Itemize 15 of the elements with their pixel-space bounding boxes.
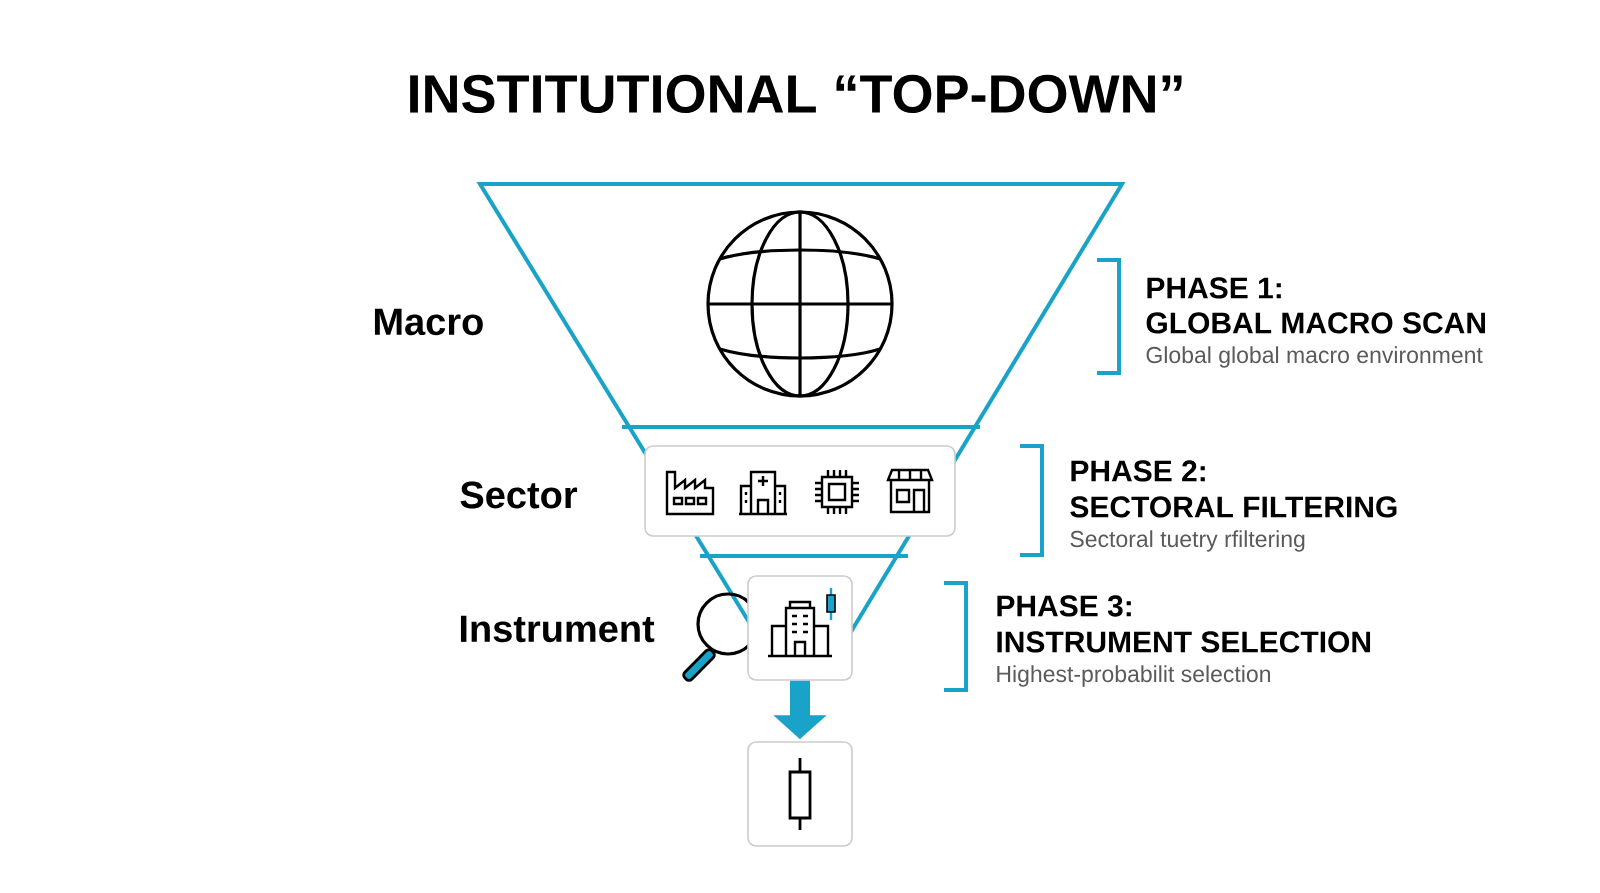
phase-description: Sectoral tuetry rfiltering [1070, 530, 1305, 552]
card-box [747, 741, 853, 847]
phase-heading: INSTRUMENT SELECTION [997, 631, 1371, 653]
title: INSTITUTIONAL “TOP-DOWN” [410, 74, 1182, 114]
phase-description: Highest-probabilit selection [997, 665, 1270, 687]
phase-description: Global global macro environment [1146, 346, 1483, 368]
phase-heading: SECTORAL FILTERING [1070, 496, 1397, 518]
phase-heading: PHASE 1: [1147, 277, 1281, 299]
stage-label: Instrument [460, 615, 655, 643]
stage-label: Macro [374, 308, 483, 336]
card-box [747, 575, 853, 681]
phase-heading: PHASE 3: [997, 595, 1131, 617]
stage-label: Sector [460, 481, 578, 509]
phase-heading: PHASE 2: [1071, 460, 1205, 482]
phase-heading: GLOBAL MACRO SCAN [1146, 312, 1485, 334]
